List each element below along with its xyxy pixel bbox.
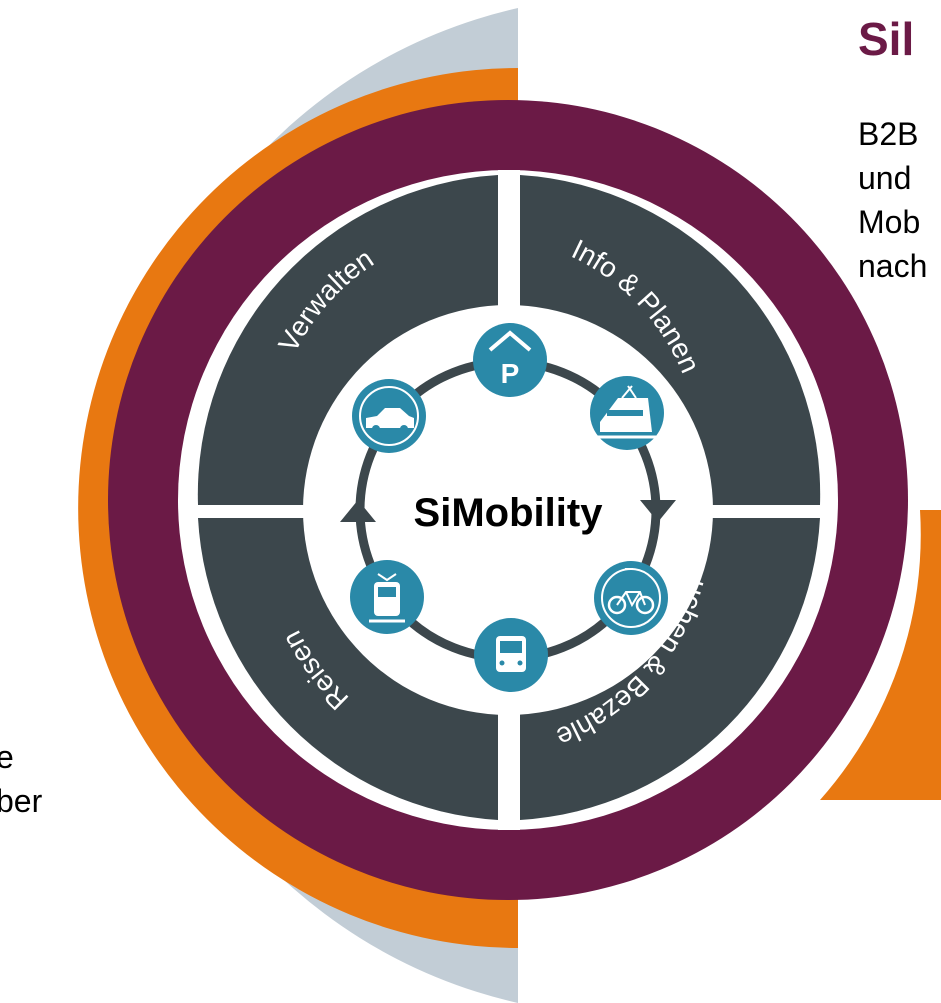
center-label: SiMobility: [414, 491, 604, 535]
cycle-arrow-right: [640, 500, 676, 522]
parking-icon: P: [473, 323, 547, 397]
svg-text:P: P: [501, 358, 520, 389]
body-line: nach: [858, 248, 928, 284]
body-text-fragments: B2B und Mob nach: [858, 112, 927, 288]
body-line: und: [858, 160, 912, 196]
left-line: ber: [0, 783, 43, 819]
bicycle-icon: [594, 561, 668, 635]
train-icon: [590, 376, 664, 450]
cycle-arrow-left: [340, 500, 376, 522]
tram-icon: [350, 560, 424, 634]
heading-fragment: Sil: [858, 13, 915, 65]
body-line: Mob: [858, 204, 921, 240]
body-line: B2B: [858, 116, 919, 152]
bus-icon: [474, 618, 548, 692]
orange-ring-right: [820, 510, 941, 800]
left-text-fragments: e ber: [0, 735, 42, 823]
left-line: e: [0, 739, 14, 775]
car-icon: [352, 379, 426, 453]
